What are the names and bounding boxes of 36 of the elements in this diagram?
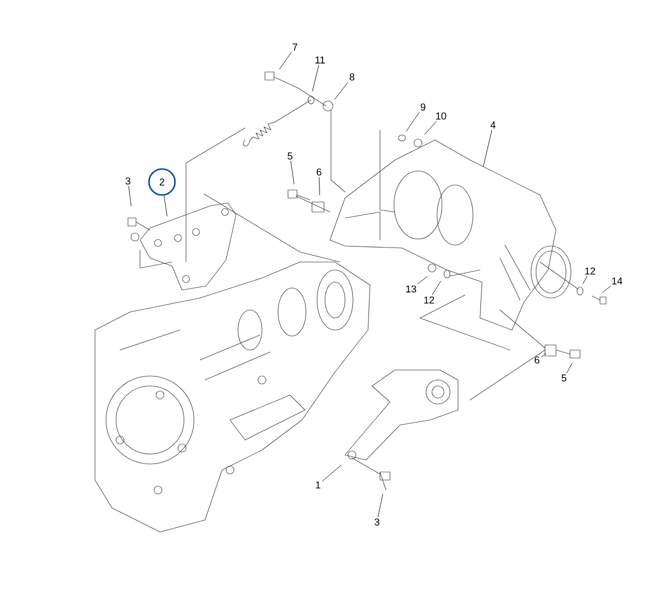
callout-number: 5 [562, 374, 566, 382]
leader-line [334, 82, 348, 100]
callout-number: 7 [292, 44, 298, 50]
leader-line [279, 52, 292, 70]
callout-number: 11 [316, 56, 325, 64]
leader-line [322, 464, 342, 482]
callout-number: 5 [288, 152, 292, 160]
leader-line [318, 176, 320, 196]
callout-number: 10 [436, 112, 446, 120]
callout-number: 12 [585, 268, 596, 274]
leader-line [424, 121, 437, 135]
callout-number: 3 [374, 518, 380, 526]
leader-line [406, 112, 420, 132]
leader-line [483, 130, 492, 166]
leader-line [432, 280, 442, 296]
callout-number: 13 [406, 285, 416, 293]
callout-number: 6 [316, 168, 322, 176]
callout-number: 9 [420, 103, 426, 111]
leader-line [128, 186, 132, 206]
callout-number: 6 [534, 356, 540, 364]
leader-line [378, 494, 384, 517]
callout-number: 4 [490, 122, 496, 128]
callout-number: 1 [316, 482, 320, 488]
leader-line [290, 160, 294, 184]
callout-number: 12 [424, 296, 434, 304]
leader-line [418, 276, 428, 284]
callout-number: 14 [612, 278, 622, 284]
leader-line [164, 195, 168, 216]
leader-line [566, 363, 572, 374]
callout-number: 3 [126, 177, 130, 185]
highlighted-callout-number: 2 [148, 168, 176, 196]
leader-line [602, 286, 611, 293]
leader-line [541, 353, 546, 358]
callout-number: 8 [350, 73, 354, 81]
leader-line [312, 64, 319, 92]
leader-line [582, 276, 588, 284]
